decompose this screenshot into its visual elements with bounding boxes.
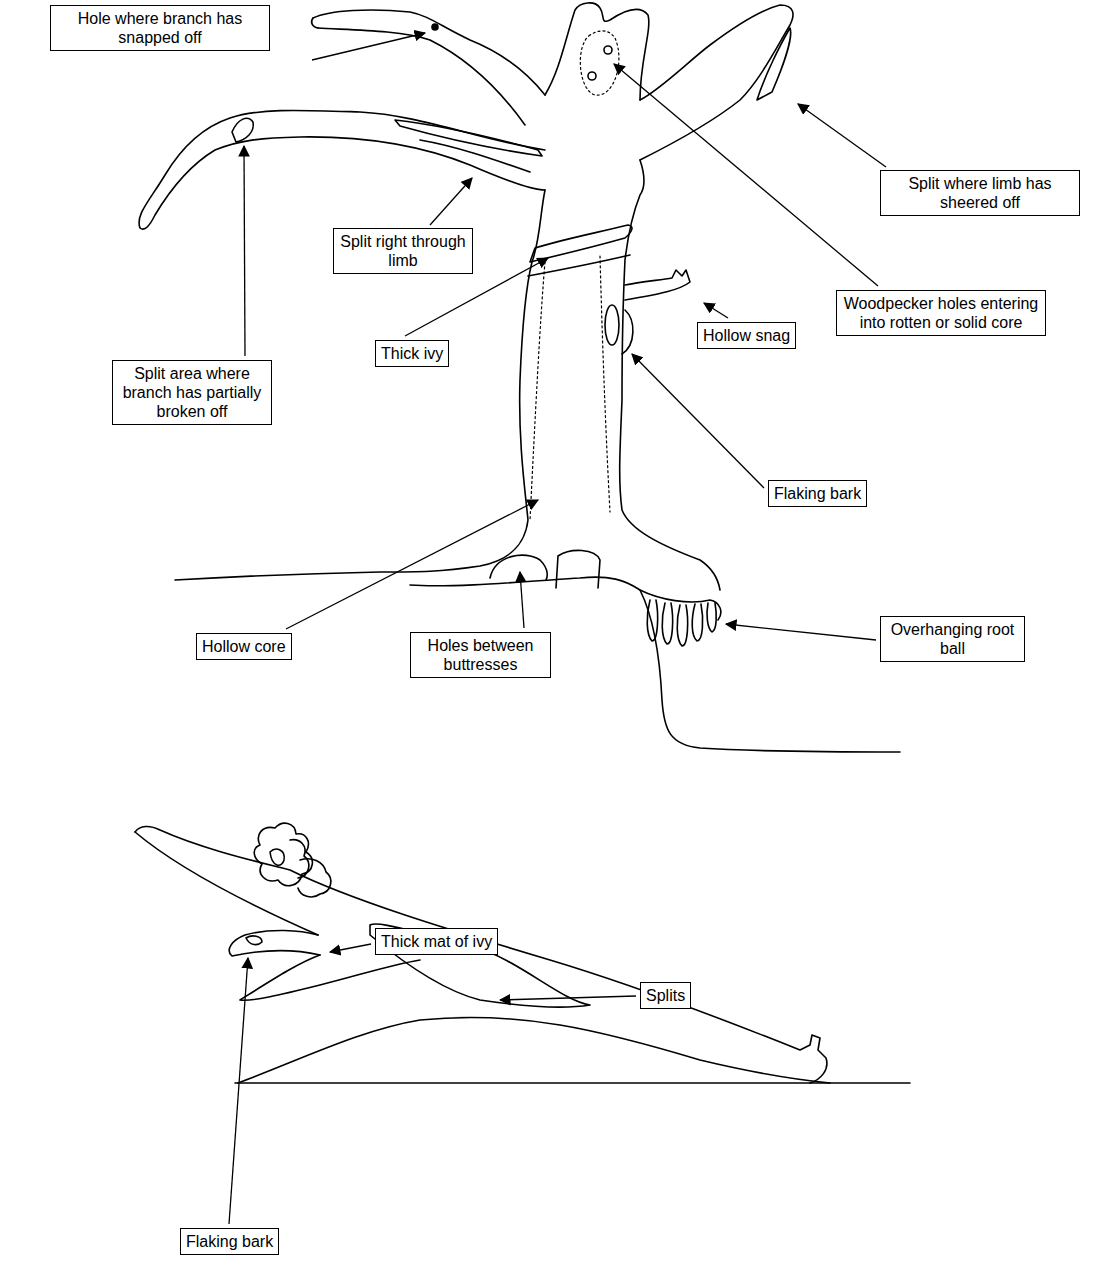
woodpecker-area xyxy=(580,31,619,95)
callout-box: Holes between buttresses xyxy=(410,632,551,678)
bark-flake xyxy=(622,310,633,354)
trunk-outline xyxy=(620,160,720,590)
leader-arrow xyxy=(229,958,248,1224)
callout-text: Flaking bark xyxy=(774,484,861,503)
root-finger xyxy=(707,603,716,632)
callout-box: Thick mat of ivy xyxy=(375,928,498,955)
crown-outline xyxy=(545,3,649,100)
ivy-band xyxy=(530,225,632,262)
callout-box: Split right through limb xyxy=(333,228,473,274)
leader-arrow xyxy=(244,146,245,356)
callout-text: Split area where branch has partially br… xyxy=(118,364,266,421)
root-finger xyxy=(677,605,687,646)
split-mark xyxy=(395,120,542,156)
branch-outline xyxy=(312,18,318,28)
callout-text: Hole where branch has snapped off xyxy=(56,9,264,47)
callout-text: Split where limb has sheered off xyxy=(886,174,1074,212)
bark-flake xyxy=(246,936,262,945)
leader-arrow xyxy=(520,572,524,628)
leader-arrow xyxy=(726,624,876,640)
callout-box: Hole where branch has snapped off xyxy=(50,5,270,51)
leader-arrow xyxy=(704,303,728,318)
leader-arrow xyxy=(330,944,371,952)
branch-outline xyxy=(139,110,545,229)
branch-outline xyxy=(640,5,793,160)
log-outline xyxy=(135,832,318,935)
callout-text: Split right through limb xyxy=(339,232,467,270)
woodpecker-hole xyxy=(588,72,596,80)
branch-outline xyxy=(229,930,320,956)
bark-flake xyxy=(605,305,619,345)
snapped-hole xyxy=(432,24,438,30)
callout-text: Hollow snag xyxy=(703,326,790,345)
split-mark xyxy=(232,118,253,142)
ivy-band xyxy=(528,255,630,276)
branch-outline xyxy=(313,10,545,95)
leader-arrow xyxy=(614,64,878,286)
callout-box: Hollow snag xyxy=(697,322,796,349)
callout-text: Splits xyxy=(646,986,685,1005)
leader-arrow xyxy=(312,33,425,60)
callout-text: Flaking bark xyxy=(186,1232,273,1251)
callout-box: Splits xyxy=(640,982,691,1009)
callout-box: Split where limb has sheered off xyxy=(880,170,1080,216)
callout-box: Overhanging root ball xyxy=(880,616,1025,662)
callout-text: Thick ivy xyxy=(381,344,443,363)
callout-box: Flaking bark xyxy=(768,480,867,507)
callout-box: Flaking bark xyxy=(180,1228,279,1255)
callout-text: Overhanging root ball xyxy=(886,620,1019,658)
callout-box: Thick ivy xyxy=(375,340,449,367)
hollow-core-line xyxy=(600,256,610,512)
leader-arrow xyxy=(500,996,636,1000)
leader-arrow xyxy=(798,104,886,167)
leader-arrow xyxy=(430,178,472,225)
buttress-hole xyxy=(490,555,547,580)
root-finger xyxy=(647,600,657,641)
branch-outline xyxy=(318,28,525,125)
woodpecker-hole xyxy=(604,46,612,54)
callout-text: Holes between buttresses xyxy=(416,636,545,674)
bank-line xyxy=(640,590,900,752)
buttress xyxy=(556,550,600,588)
ground-line xyxy=(410,577,721,620)
root-finger xyxy=(692,604,702,641)
ivy-mat xyxy=(270,849,284,865)
leader-arrow xyxy=(632,354,764,488)
callout-text: Woodpecker holes entering into rotten or… xyxy=(842,294,1040,332)
callout-box: Split area where branch has partially br… xyxy=(112,360,272,425)
callout-box: Woodpecker holes entering into rotten or… xyxy=(836,290,1046,336)
hollow-core-line xyxy=(530,262,545,520)
branch-outline xyxy=(240,955,420,1000)
callout-text: Thick mat of ivy xyxy=(381,932,492,951)
callout-text: Hollow core xyxy=(202,637,286,656)
split-mark xyxy=(757,28,791,100)
leader-arrow xyxy=(286,500,538,629)
ivy-mat xyxy=(254,823,312,885)
split-mark xyxy=(420,140,530,172)
ivy-mat xyxy=(298,859,331,897)
log-outline xyxy=(238,1017,830,1083)
log-outline xyxy=(135,826,827,1083)
snag-outline xyxy=(625,270,690,300)
root-finger xyxy=(662,603,672,644)
split-mark xyxy=(370,924,590,1007)
callout-box: Hollow core xyxy=(196,633,292,660)
ground-line xyxy=(235,1082,910,1084)
